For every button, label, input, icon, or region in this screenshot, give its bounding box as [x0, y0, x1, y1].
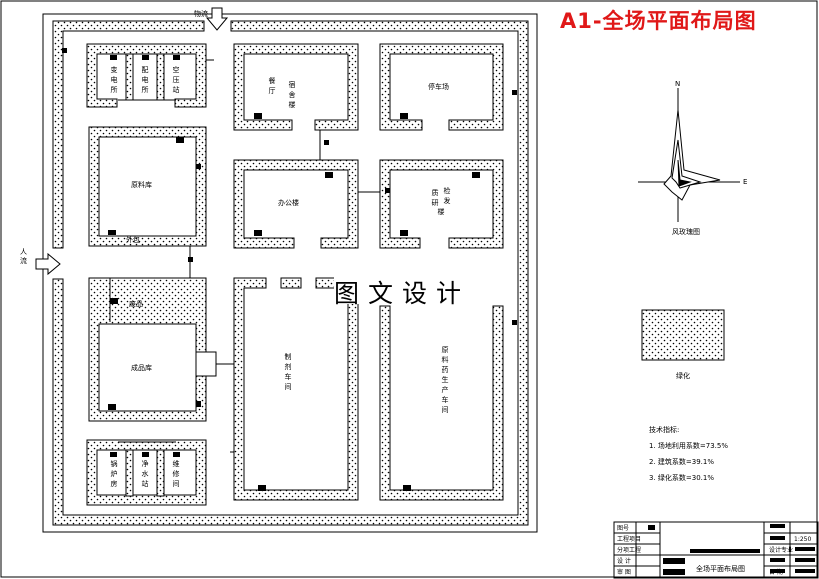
title-block-fills: [648, 524, 815, 575]
wind-rose-east: E: [743, 178, 748, 186]
prep-workshop-label: 制剂车间: [284, 353, 292, 391]
utility-block-top: [86, 43, 207, 108]
substation-label: 变电所: [110, 66, 118, 94]
qc-block: [379, 159, 504, 249]
raw-warehouse-label: 原料库: [131, 181, 152, 189]
qc-label-a: 质: [431, 189, 439, 197]
tb-date-label: 日 期: [769, 569, 783, 576]
dormitory-label: 宿舍楼: [288, 81, 296, 109]
dormitory-block: [233, 43, 359, 131]
index-item: 1. 场地利用系数=73.5%: [649, 442, 729, 450]
qc-label-e: 楼: [437, 208, 445, 216]
air-compressor-label: 空压站: [172, 66, 180, 94]
legend-caption: 绿化: [676, 372, 690, 380]
tb-row-3: 设 计: [617, 558, 631, 565]
canteen-label: 餐厅: [268, 77, 276, 95]
tb-row-2: 分项工程: [617, 547, 642, 554]
repair-label: 维修间: [172, 460, 180, 488]
parking-label: 停车场: [428, 83, 449, 91]
drawing-title: A1-全场平面布局图: [560, 9, 757, 33]
tb-drawing-name: 全场平面布局图: [696, 565, 745, 573]
logistics-gate-label: 物流: [194, 10, 208, 18]
qc-label-c: 检: [443, 187, 451, 195]
technical-indices: 技术指标: 1. 场地利用系数=73.5% 2. 建筑系数=39.1% 3. 绿…: [649, 422, 728, 486]
api-workshop-block: [379, 305, 504, 501]
legend-swatch: [641, 309, 725, 361]
personnel-gate-label: 人流: [20, 248, 27, 265]
finished-warehouse-label: 成品库: [131, 364, 152, 372]
tb-row-4: 审 图: [617, 569, 631, 576]
personnel-gate-arrow: [35, 252, 61, 276]
index-item: 2. 建筑系数=39.1%: [649, 458, 715, 466]
door-marks: [62, 48, 517, 491]
wind-rose: [638, 88, 740, 222]
ext2-label: 废品: [129, 300, 143, 308]
wind-rose-caption: 风玫瑰图: [672, 228, 700, 236]
boiler-label: 锅炉房: [110, 460, 118, 488]
utility-block-bottom: [86, 439, 207, 506]
index-item: 3. 绿化系数=30.1%: [649, 474, 715, 482]
indices-heading: 技术指标:: [649, 426, 680, 434]
water-treatment-label: 净水站: [141, 460, 149, 488]
ext1-label: 外包: [126, 236, 140, 244]
tb-design-label: 设计专业: [769, 547, 794, 554]
watermark: 图文设计: [334, 274, 492, 308]
office-block: [233, 159, 359, 249]
connectors: [109, 59, 380, 453]
qc-label-d: 发: [443, 197, 451, 205]
title-block: 图号 工程项目 分项工程 设 计 审 图 设计专业 日 期 1:250 全场平面…: [614, 522, 818, 578]
wind-rose-north: N: [675, 80, 681, 88]
site-outer-line: [42, 13, 538, 533]
tb-row-1: 工程项目: [617, 536, 642, 543]
logistics-gate-arrow: [205, 7, 229, 31]
api-workshop-label: 原料药生产车间: [441, 346, 449, 414]
prep-workshop-block: [233, 277, 359, 501]
power-distribution-label: 配电所: [141, 66, 149, 94]
finished-warehouse-block: [88, 277, 207, 422]
title-block-lines: [613, 521, 819, 579]
tb-scale: 1:250: [794, 536, 812, 543]
raw-warehouse-block: [88, 126, 207, 247]
office-label: 办公楼: [278, 199, 299, 207]
qc-label-b: 研: [431, 199, 439, 207]
tb-row-0: 图号: [617, 525, 630, 532]
parking-block: [379, 43, 504, 131]
site-boundary: [52, 20, 529, 526]
